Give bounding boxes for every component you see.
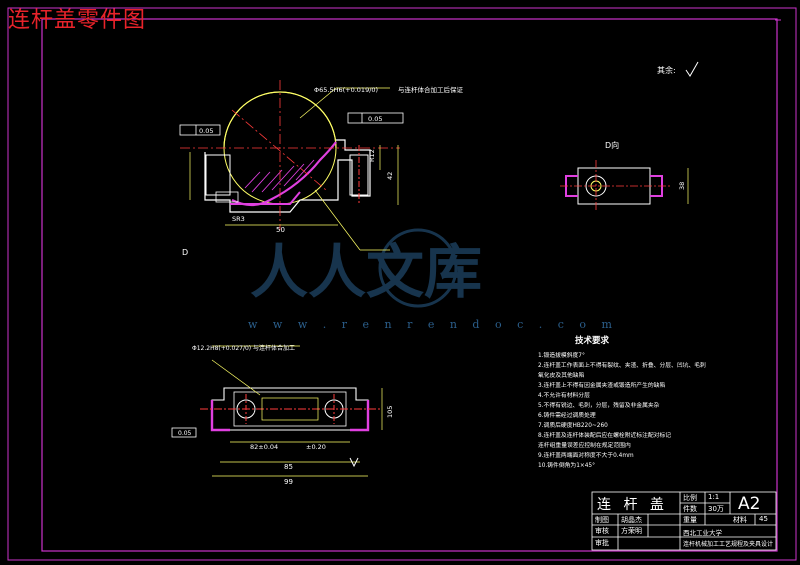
tech-req-item: 6.铸件需经过调质处理 bbox=[538, 411, 596, 419]
watermark-url: w w w . r e n r e n d o c . c o m bbox=[248, 318, 618, 331]
front-view bbox=[179, 80, 404, 251]
technical-requirements: 技术要求 1.锻造拔模斜度7° 2.连杆盖工作表面上不得有裂纹、夹渣、折叠、分层… bbox=[538, 335, 706, 469]
outer-border bbox=[7, 7, 797, 561]
title-draw-label: 制图 bbox=[595, 516, 609, 524]
tech-req-item: 4.不允许有材料分层 bbox=[538, 391, 590, 399]
tech-req-item: 7.调质后硬度HB220~260 bbox=[538, 421, 608, 429]
watermark-text: 人人文库 bbox=[250, 238, 482, 306]
title-part-name: 连 杆 盖 bbox=[597, 497, 668, 513]
inner-frame bbox=[41, 18, 778, 552]
tech-req-item: 10.铸件倒角为1×45° bbox=[538, 461, 595, 469]
watermark-logo: 人人文库 bbox=[250, 228, 482, 308]
title-check-label: 审核 bbox=[595, 527, 609, 535]
title-checker: 方荣明 bbox=[621, 527, 642, 535]
dim-38: 38 bbox=[678, 182, 686, 190]
title-block bbox=[591, 491, 777, 551]
tech-req-item: 连杆组重量误差应控制在规定范围内 bbox=[538, 441, 631, 449]
tech-req-item: 氧化皮及其他缺陷 bbox=[538, 371, 585, 379]
dim-parallel-bottom: 0.05 bbox=[178, 430, 192, 437]
title-qty-label: 件数 bbox=[683, 505, 697, 513]
title-material-value: 45 bbox=[759, 515, 768, 523]
dim-85: 85 bbox=[284, 463, 293, 471]
title-project: 连杆机械加工工艺规程及夹具设计 bbox=[683, 541, 774, 548]
tech-req-item: 2.连杆盖工作表面上不得有裂纹、夹渣、折叠、分层、凹坑、毛刺 bbox=[538, 361, 706, 369]
title-drawer: 胡晶杰 bbox=[621, 516, 642, 524]
tech-req-title: 技术要求 bbox=[575, 335, 610, 346]
tech-req-item: 5.不得有锐边、毛刺，分层，残留及非金属夹杂 bbox=[538, 401, 660, 409]
dim-weight-tol: ±0.20 bbox=[306, 443, 326, 451]
title-material-label: 材料 bbox=[733, 516, 747, 524]
page-title: 连杆盖零件图 bbox=[8, 8, 147, 33]
dim-bore: Φ65.5H6(+0.019/0) bbox=[314, 86, 378, 94]
dim-42: 42 bbox=[386, 172, 394, 180]
dim-50: 50 bbox=[276, 226, 285, 234]
tech-req-item: 1.锻造拔模斜度7° bbox=[538, 351, 585, 359]
title-sheet-size: A2 bbox=[738, 494, 761, 514]
dim-r12: R12 bbox=[368, 149, 376, 162]
title-qty-value: 30万 bbox=[708, 505, 724, 513]
title-scale-label: 比例 bbox=[683, 494, 697, 502]
dim-bolt-hole: Φ12.2H8(+0.027/0) 与连杆体合加工 bbox=[192, 344, 295, 352]
d-view-label: D向 bbox=[605, 140, 619, 150]
dim-parallelism: 0.05 bbox=[199, 127, 213, 135]
tech-req-item: 9.连杆盖两端面对称度不大于0.4mm bbox=[538, 451, 634, 459]
title-approve-label: 审批 bbox=[595, 539, 609, 547]
d-marker: D bbox=[182, 248, 188, 257]
title-org: 西北工业大学 bbox=[683, 529, 722, 537]
dim-flatness: 0.05 bbox=[368, 115, 382, 123]
dim-105: 105 bbox=[386, 406, 394, 418]
surface-finish-label: 其余: bbox=[657, 65, 676, 75]
surface-finish-symbol bbox=[685, 61, 699, 77]
title-scale-value: 1:1 bbox=[708, 493, 720, 501]
tech-req-item: 8.连杆盖及连杆体装配后应在螺栓附近标注配对标记 bbox=[538, 431, 671, 439]
dim-bore-note: 与连杆体合加工后保证 bbox=[398, 85, 464, 94]
bottom-view bbox=[171, 345, 383, 477]
dim-center-dist: 82±0.04 bbox=[250, 443, 278, 451]
tech-req-item: 3.连杆盖上不得有因金属夹渣或锻造所产生的缺陷 bbox=[538, 381, 665, 389]
title-weight-label: 重量 bbox=[683, 516, 697, 524]
d-view bbox=[560, 160, 689, 212]
dim-sr3: SR3 bbox=[232, 215, 245, 223]
dim-99: 99 bbox=[284, 478, 293, 486]
